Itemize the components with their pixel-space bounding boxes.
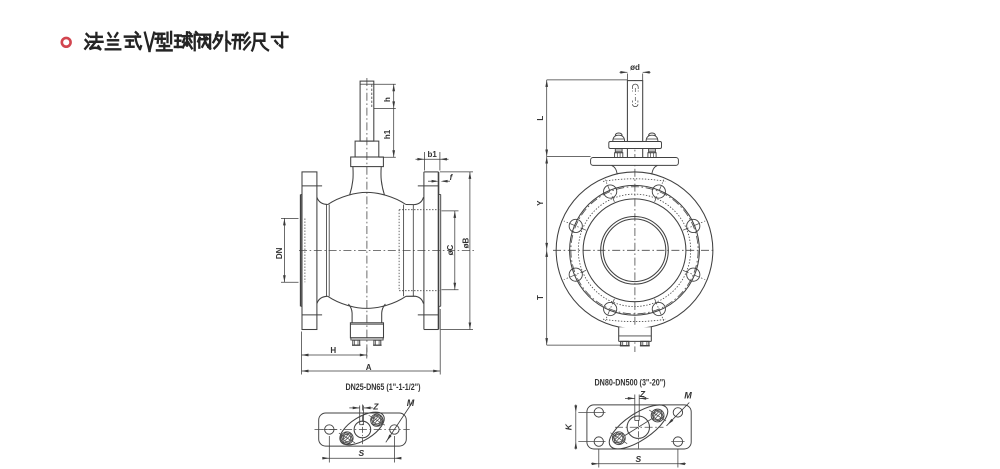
svg-text:H: H [330, 346, 336, 355]
svg-text:K: K [563, 423, 573, 430]
svg-text:b1: b1 [428, 150, 438, 159]
svg-text:M: M [684, 390, 692, 400]
svg-text:h: h [383, 97, 392, 102]
svg-text:L: L [536, 116, 545, 121]
svg-text:DN: DN [275, 247, 284, 259]
svg-text:S: S [358, 448, 364, 458]
svg-text:DN25-DN65 (1"-1-1/2"): DN25-DN65 (1"-1-1/2") [346, 382, 421, 393]
svg-text:f: f [450, 173, 454, 182]
svg-text:øC: øC [446, 244, 455, 255]
svg-text:Y: Y [536, 200, 545, 206]
svg-text:S: S [635, 454, 641, 464]
svg-text:Z: Z [639, 389, 646, 399]
svg-text:A: A [366, 363, 372, 372]
svg-text:ød: ød [630, 63, 640, 72]
svg-text:M: M [407, 398, 415, 408]
svg-text:DN80-DN500 (3"-20"): DN80-DN500 (3"-20") [595, 378, 666, 389]
svg-text:h1: h1 [383, 129, 392, 139]
svg-text:T: T [536, 295, 545, 300]
svg-text:øB: øB [461, 237, 470, 248]
svg-text:Z: Z [372, 402, 379, 412]
